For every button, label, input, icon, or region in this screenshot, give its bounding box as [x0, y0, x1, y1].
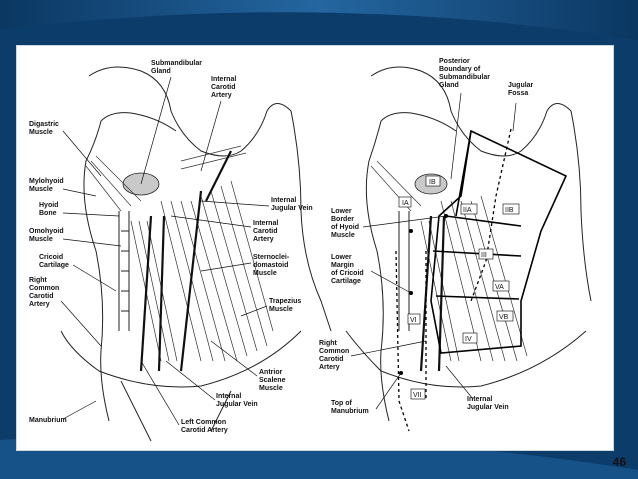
- svg-text:VA: VA: [495, 284, 504, 291]
- svg-text:IIA: IIA: [463, 207, 472, 214]
- zone-iib: IIB: [502, 203, 520, 215]
- svg-text:IV: IV: [465, 336, 472, 343]
- zone-iia: IIA: [460, 203, 478, 215]
- muscle-striations: [85, 145, 274, 362]
- svg-text:VII: VII: [413, 392, 422, 399]
- svg-text:IA: IA: [402, 200, 409, 207]
- label-manubrium: Manubrium: [29, 417, 67, 424]
- zone-ib: IB: [425, 175, 441, 187]
- zone-vi: VI: [407, 313, 421, 325]
- left-neck-illustration: [60, 66, 332, 442]
- svg-text:VB: VB: [499, 314, 509, 321]
- zone-labels: IB IA IIA IIB III VA VB IV VI VII: [398, 175, 520, 400]
- svg-text:VI: VI: [410, 317, 417, 324]
- zone-vb: VB: [496, 310, 514, 322]
- zone-vii: VII: [410, 388, 426, 400]
- right-leader-lines: [350, 92, 517, 410]
- zone-iii: III: [478, 248, 494, 260]
- slide-number: 46: [612, 455, 626, 469]
- svg-text:IIB: IIB: [505, 207, 514, 214]
- zone-va: VA: [492, 280, 510, 292]
- vessels: [139, 150, 232, 372]
- svg-text:III: III: [481, 252, 487, 259]
- zone-boundaries: [430, 129, 568, 354]
- zone-iv: IV: [462, 332, 478, 344]
- svg-text:IB: IB: [429, 179, 436, 186]
- right-neck-illustration: [345, 66, 592, 432]
- left-leader-lines: [60, 76, 270, 426]
- zone-ia: IA: [398, 196, 412, 208]
